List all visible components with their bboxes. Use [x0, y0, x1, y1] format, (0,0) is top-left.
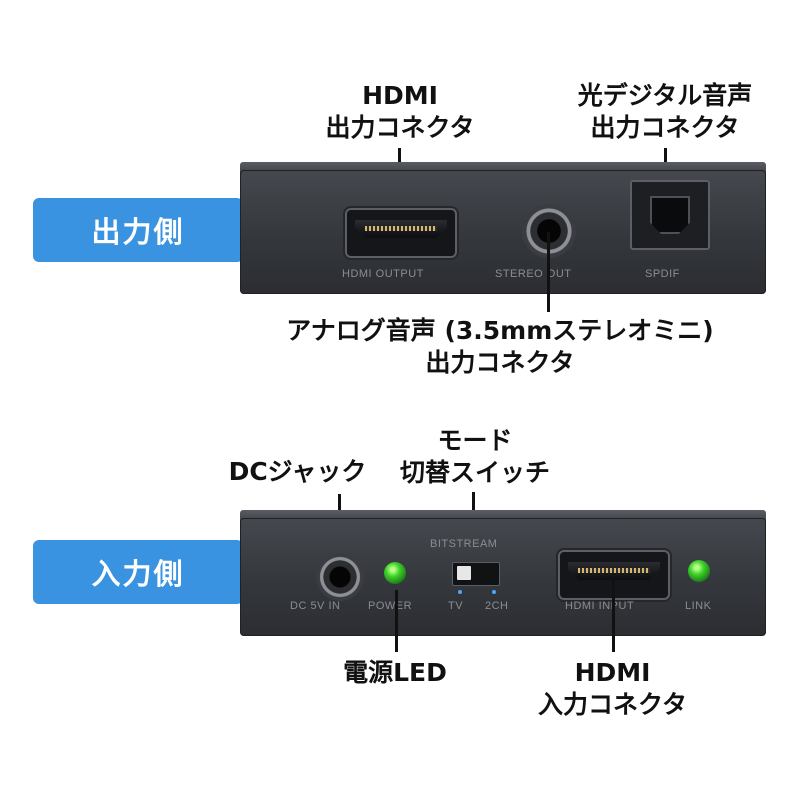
power-led-callout: 電源LED [343, 658, 447, 687]
optical-output-callout-line1: 光デジタル音声 [577, 81, 753, 110]
spdif-label: SPDIF [645, 268, 680, 280]
link-led-icon [688, 560, 710, 582]
mode-switch-callout-line1: モード [437, 426, 513, 455]
tv-indicator-dot [458, 590, 462, 594]
hdmi-input-callout-line1: HDMI [574, 658, 651, 687]
power-led-leader [395, 590, 398, 652]
optical-output-callout: 光デジタル音声 出力コネクタ [560, 80, 770, 144]
spdif-port [630, 180, 710, 250]
hdmi-input-callout: HDMI 入力コネクタ [520, 657, 705, 721]
input-side-badge: 入力側 [33, 540, 243, 604]
dc-5v-in-label: DC 5V IN [290, 600, 341, 612]
link-label: LINK [685, 600, 712, 612]
dc-5v-jack [316, 553, 364, 601]
hdmi-input-label: HDMI INPUT [565, 600, 635, 612]
analog-output-callout-line1: アナログ音声 (3.5mmステレオミニ) [286, 316, 714, 345]
hdmi-output-callout-line1: HDMI [362, 81, 438, 110]
2ch-label: 2CH [485, 600, 509, 612]
output-side-badge: 出力側 [33, 198, 243, 262]
mode-switch-callout: モード 切替スイッチ [380, 425, 570, 489]
analog-output-callout: アナログ音声 (3.5mmステレオミニ) 出力コネクタ [270, 315, 730, 379]
output-panel: HDMI OUTPUT STEREO OUT SPDIF [240, 170, 766, 294]
hdmi-output-callout-line2: 出力コネクタ [325, 113, 475, 142]
2ch-indicator-dot [492, 590, 496, 594]
power-label: POWER [368, 600, 413, 612]
analog-output-leader [547, 232, 550, 312]
hdmi-output-callout: HDMI 出力コネクタ [310, 80, 490, 144]
hdmi-input-callout-line2: 入力コネクタ [537, 690, 687, 719]
power-led-icon [384, 562, 406, 584]
mode-switch-callout-line2: 切替スイッチ [399, 458, 550, 487]
analog-output-callout-line2: 出力コネクタ [425, 348, 575, 377]
mode-switch[interactable] [452, 562, 500, 586]
mode-switch-knob[interactable] [457, 566, 471, 580]
spdif-port-opening [650, 196, 690, 234]
bitstream-label: BITSTREAM [430, 538, 498, 550]
tv-label: TV [448, 600, 464, 612]
stereo-out-label: STEREO OUT [495, 268, 572, 280]
input-panel: BITSTREAM DC 5V IN POWER TV 2CH HDMI INP… [240, 518, 766, 636]
hdmi-input-leader [612, 578, 615, 652]
optical-output-callout-line2: 出力コネクタ [590, 113, 740, 142]
dc-jack-callout: DCジャック [228, 457, 367, 486]
hdmi-output-port [345, 208, 457, 258]
hdmi-output-label: HDMI OUTPUT [342, 268, 424, 280]
